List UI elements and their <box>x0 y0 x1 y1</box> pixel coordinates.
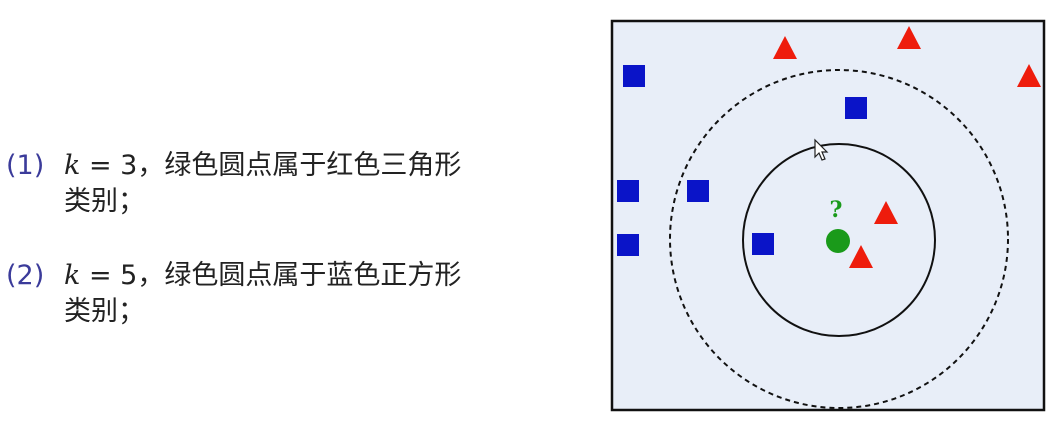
item-text-line1: ，绿色圆点属于红色三角形 <box>137 150 462 181</box>
item-marker: (2) <box>6 260 45 291</box>
red-triangle <box>897 26 921 49</box>
red-triangle <box>874 201 898 224</box>
red-triangle <box>1017 64 1041 87</box>
item-text-line2: 类别； <box>64 296 145 327</box>
k3-neighborhood-circle <box>742 143 936 337</box>
red-triangle <box>849 245 873 268</box>
query-label: ? <box>830 197 843 223</box>
item-text-line1: ，绿色圆点属于蓝色正方形 <box>137 260 462 291</box>
blue-square <box>752 233 774 255</box>
blue-square <box>617 180 639 202</box>
k-value: = 3 <box>80 150 138 181</box>
list-item-k3: (1) k = 3 ，绿色圆点属于红色三角形 类别； <box>6 148 461 220</box>
red-triangle <box>773 36 797 59</box>
blue-square <box>623 65 645 87</box>
k-variable: k <box>64 150 81 181</box>
blue-square <box>687 180 709 202</box>
k-value: = 5 <box>80 260 138 291</box>
diagram-frame <box>610 19 1046 412</box>
item-text-line2: 类别； <box>64 186 145 217</box>
knn-diagram: ? <box>603 11 1053 418</box>
knn-diagram-svg: ? <box>610 19 1046 412</box>
green-query-point <box>826 229 850 253</box>
k-equation: k = 5 <box>64 258 137 294</box>
item-marker: (1) <box>6 150 45 181</box>
list-item-k5: (2) k = 5 ，绿色圆点属于蓝色正方形 类别； <box>6 258 461 330</box>
k-equation: k = 3 <box>64 148 137 184</box>
blue-square <box>617 234 639 256</box>
k5-neighborhood-circle <box>669 69 1009 409</box>
mouse-cursor-icon <box>814 138 829 161</box>
blue-square <box>845 97 867 119</box>
k-variable: k <box>64 260 81 291</box>
text-column: (1) k = 3 ，绿色圆点属于红色三角形 类别； (2) k = 5 ，绿色… <box>6 148 461 330</box>
